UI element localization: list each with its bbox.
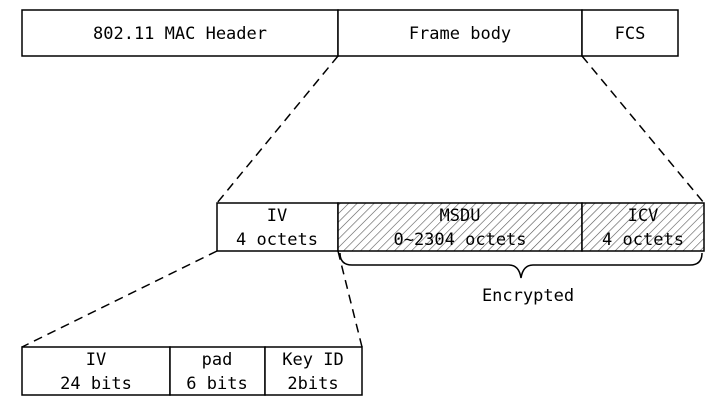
iv-name: IV (267, 206, 287, 226)
icv-name: ICV (628, 206, 659, 226)
iv-size: 4 octets (236, 230, 318, 250)
fcs-label: FCS (615, 24, 646, 44)
key-id-field (264, 346, 363, 396)
encrypted-brace (339, 252, 703, 279)
iv-bits-name: IV (86, 350, 106, 370)
expansion-line-iv-left (21, 250, 218, 348)
mac-frame-row: 802.11 MAC Header Frame body FCS (21, 9, 679, 57)
pad-size: 6 bits (186, 374, 247, 394)
mac-header-field (21, 9, 339, 57)
encrypted-body-row: IV 4 octets MSDU 0~2304 octets ICV 4 oct… (216, 202, 705, 252)
frame-body-label: Frame body (409, 24, 511, 44)
mac-header-label: 802.11 MAC Header (93, 24, 267, 44)
fcs-field (581, 9, 679, 57)
key-id-name: Key ID (282, 350, 343, 370)
expansion-line-body-left (216, 55, 339, 204)
msdu-name: MSDU (440, 206, 481, 226)
pad-name: pad (202, 350, 233, 370)
icv-field (581, 202, 705, 252)
key-id-size: 2bits (287, 374, 338, 394)
msdu-size: 0~2304 octets (393, 230, 526, 250)
expansion-line-body-right (581, 55, 705, 204)
encrypted-label: Encrypted (482, 286, 574, 306)
icv-size: 4 octets (602, 230, 684, 250)
iv-detail-row: IV 24 bits pad 6 bits Key ID 2bits (21, 346, 363, 396)
msdu-field (337, 202, 583, 252)
iv-bits-size: 24 bits (60, 374, 132, 394)
expansion-line-iv-right (337, 250, 363, 348)
frame-body-field (337, 9, 583, 57)
